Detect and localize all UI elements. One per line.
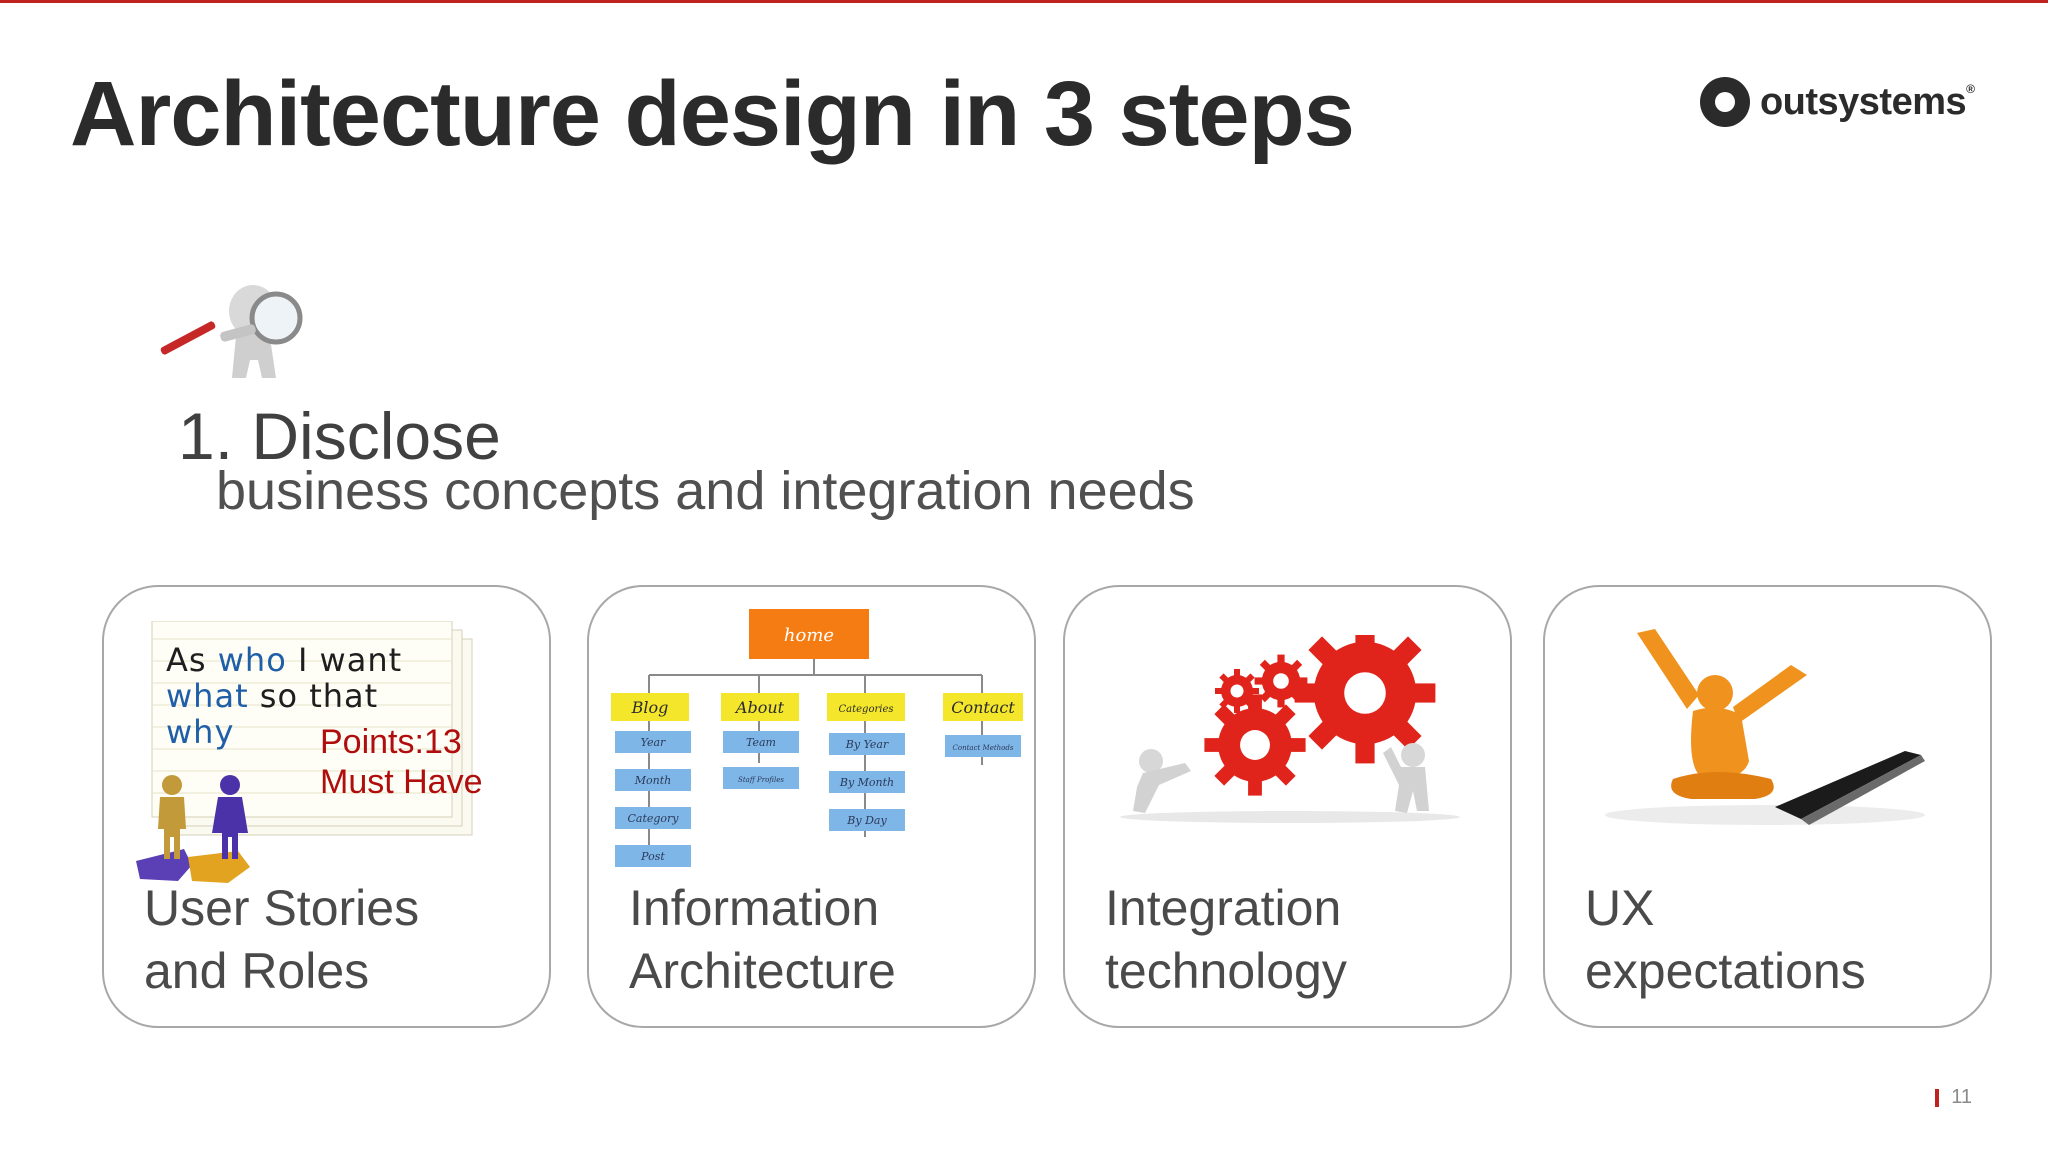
sitemap-root: home <box>784 625 834 646</box>
note-line-who: As who I want <box>166 641 403 679</box>
sitemap-item: Staff Profiles <box>738 776 784 784</box>
sitemap-item: By Month <box>839 776 894 789</box>
card-integration-technology: Integration technology <box>1063 585 1512 1028</box>
step-heading: 1. Disclose <box>178 399 501 473</box>
page-number: 11 <box>1935 1086 1972 1109</box>
magnifier-figure-icon <box>160 285 303 378</box>
page-number-bar <box>1935 1088 1940 1107</box>
card-ux-expectations: UX expectations <box>1543 585 1992 1028</box>
step-subtitle: business concepts and integration needs <box>216 461 1195 521</box>
people-puzzle-icon <box>136 775 250 883</box>
card-label-integration-technology: Integration technology <box>1105 880 1347 999</box>
sitemap-item: Contact Methods <box>953 744 1014 752</box>
note-line-why: why <box>166 713 235 751</box>
outsystems-logo-icon <box>1699 77 1750 127</box>
gears-people-icon <box>1120 635 1460 823</box>
card-information-architecture: home Blog About Categories Contact Year … <box>587 585 1036 1028</box>
happy-figure-laptop-icon <box>1605 629 1925 825</box>
sitemap-item: Team <box>746 736 776 749</box>
brand-registered-mark: ® <box>1966 82 1975 96</box>
brand-name: outsystems <box>1759 80 1967 123</box>
top-accent-line <box>0 0 2048 3</box>
slide-title: Architecture design in 3 steps <box>70 63 1355 165</box>
sitemap-col-head: Categories <box>839 704 894 715</box>
sitemap-item: By Day <box>846 814 887 827</box>
brand-logo: outsystems ® <box>1699 76 1975 128</box>
card-label-user-stories: User Stories and Roles <box>144 880 420 999</box>
sitemap-item: By Year <box>845 738 889 751</box>
note-line-what: what so that <box>166 677 379 715</box>
sitemap-icon: home Blog About Categories Contact Year … <box>611 609 1023 867</box>
card-label-ux-expectations: UX expectations <box>1585 880 1866 999</box>
sitemap-col-head: About <box>734 698 785 717</box>
sitemap-item: Year <box>641 736 666 749</box>
story-points: Points:13 <box>320 723 462 761</box>
sitemap-item: Category <box>627 812 679 825</box>
card-label-information-architecture: Information Architecture <box>629 880 896 999</box>
sitemap-item: Post <box>640 850 665 863</box>
page-number-text: 11 <box>1951 1086 1972 1108</box>
sitemap-col-head: Contact <box>951 698 1015 717</box>
card-user-stories: As who I want what so that why Points:13… <box>102 585 551 1028</box>
sitemap-item: Month <box>634 774 671 787</box>
sitemap-col-head: Blog <box>631 698 669 717</box>
sticky-notes-icon <box>151 621 473 836</box>
story-priority: Must Have <box>320 763 483 801</box>
